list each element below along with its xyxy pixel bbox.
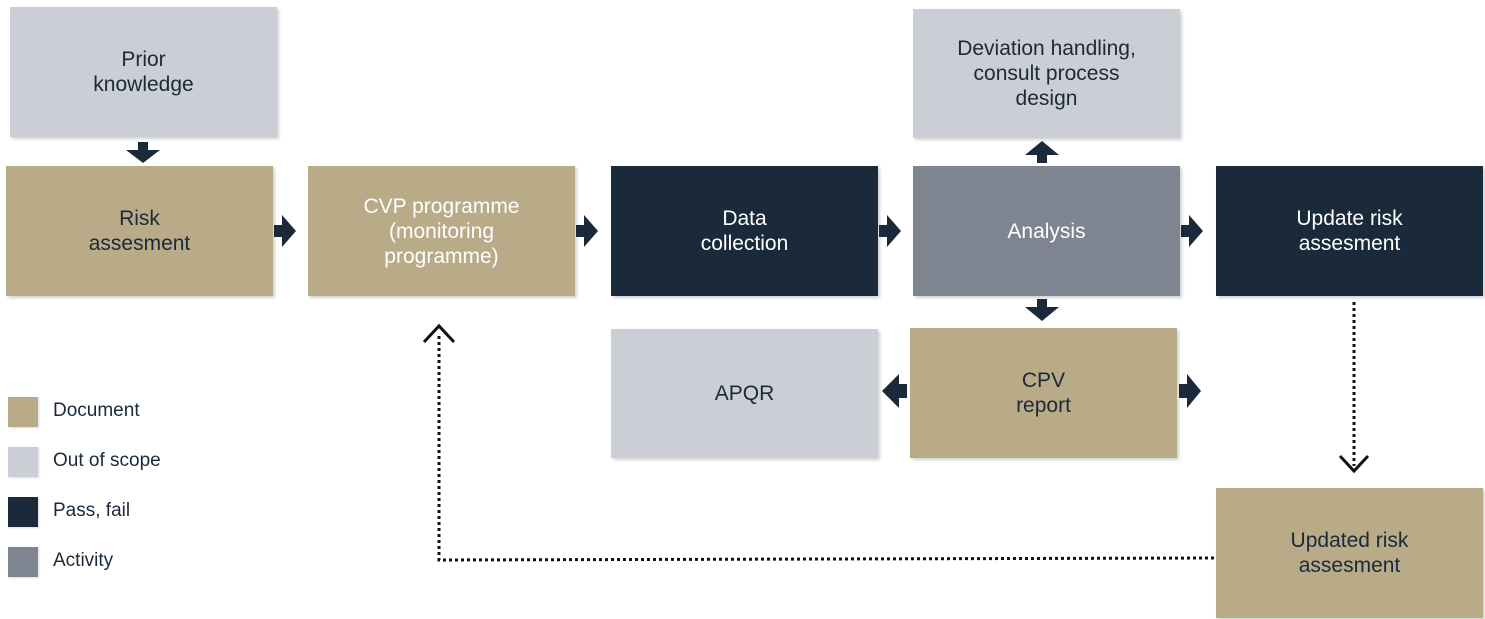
arrow-prior-to-risk <box>126 142 160 163</box>
deviation-handling-label: Deviation handling, consult process desi… <box>957 37 1136 110</box>
prior-knowledge-box: Prior knowledge <box>10 7 277 137</box>
arrow-cpv-to-apqr <box>882 374 907 408</box>
data-collection-box: Data collection <box>611 166 878 296</box>
arrow-analysis-to-update <box>1181 215 1203 247</box>
analysis-box: Analysis <box>913 166 1180 296</box>
legend-swatch-activity <box>8 547 38 577</box>
data-collection-label: Data collection <box>700 207 789 255</box>
arrow-analysis-to-deviation <box>1025 141 1059 163</box>
legend-swatch-pass-fail <box>8 497 38 527</box>
legend-label-out-of-scope: Out of scope <box>53 450 161 471</box>
legend-label-pass-fail: Pass, fail <box>53 500 131 521</box>
cvp-programme-label: CVP programme (monitoring programme) <box>363 194 520 268</box>
updated-risk-label: Updated risk assesment <box>1290 529 1409 577</box>
cpv-report-label: CPV report <box>1016 369 1071 417</box>
legend-label-document: Document <box>53 400 140 421</box>
risk-assessment-box: Risk assesment <box>6 166 273 296</box>
update-risk-label: Update risk assesment <box>1296 207 1403 255</box>
cpv-report-box: CPV report <box>910 328 1177 458</box>
arrow-analysis-to-cpv <box>1025 299 1059 321</box>
cvp-programme-box: CVP programme (monitoring programme) <box>308 166 575 296</box>
apqr-box: APQR <box>611 329 878 458</box>
legend-swatch-document <box>8 397 38 427</box>
arrow-cvp-to-data <box>576 215 598 247</box>
apqr-label: APQR <box>714 382 775 405</box>
prior-knowledge-label: Prior knowledge <box>93 48 194 96</box>
dotted-feedback-loop <box>437 336 1215 562</box>
legend-label-activity: Activity <box>53 550 114 571</box>
updated-risk-box: Updated risk assesment <box>1216 488 1483 618</box>
open-arrowhead-up <box>422 323 456 344</box>
arrow-data-to-analysis <box>879 215 901 247</box>
arrow-cpv-right <box>1179 374 1201 408</box>
risk-assessment-label: Risk assesment <box>88 207 191 255</box>
legend-swatch-out-of-scope <box>8 447 38 477</box>
update-risk-box: Update risk assesment <box>1216 166 1483 296</box>
deviation-handling-box: Deviation handling, consult process desi… <box>913 9 1180 138</box>
open-arrowhead-down <box>1338 454 1370 474</box>
analysis-label: Analysis <box>1007 219 1086 243</box>
arrow-risk-to-cvp <box>274 215 296 247</box>
